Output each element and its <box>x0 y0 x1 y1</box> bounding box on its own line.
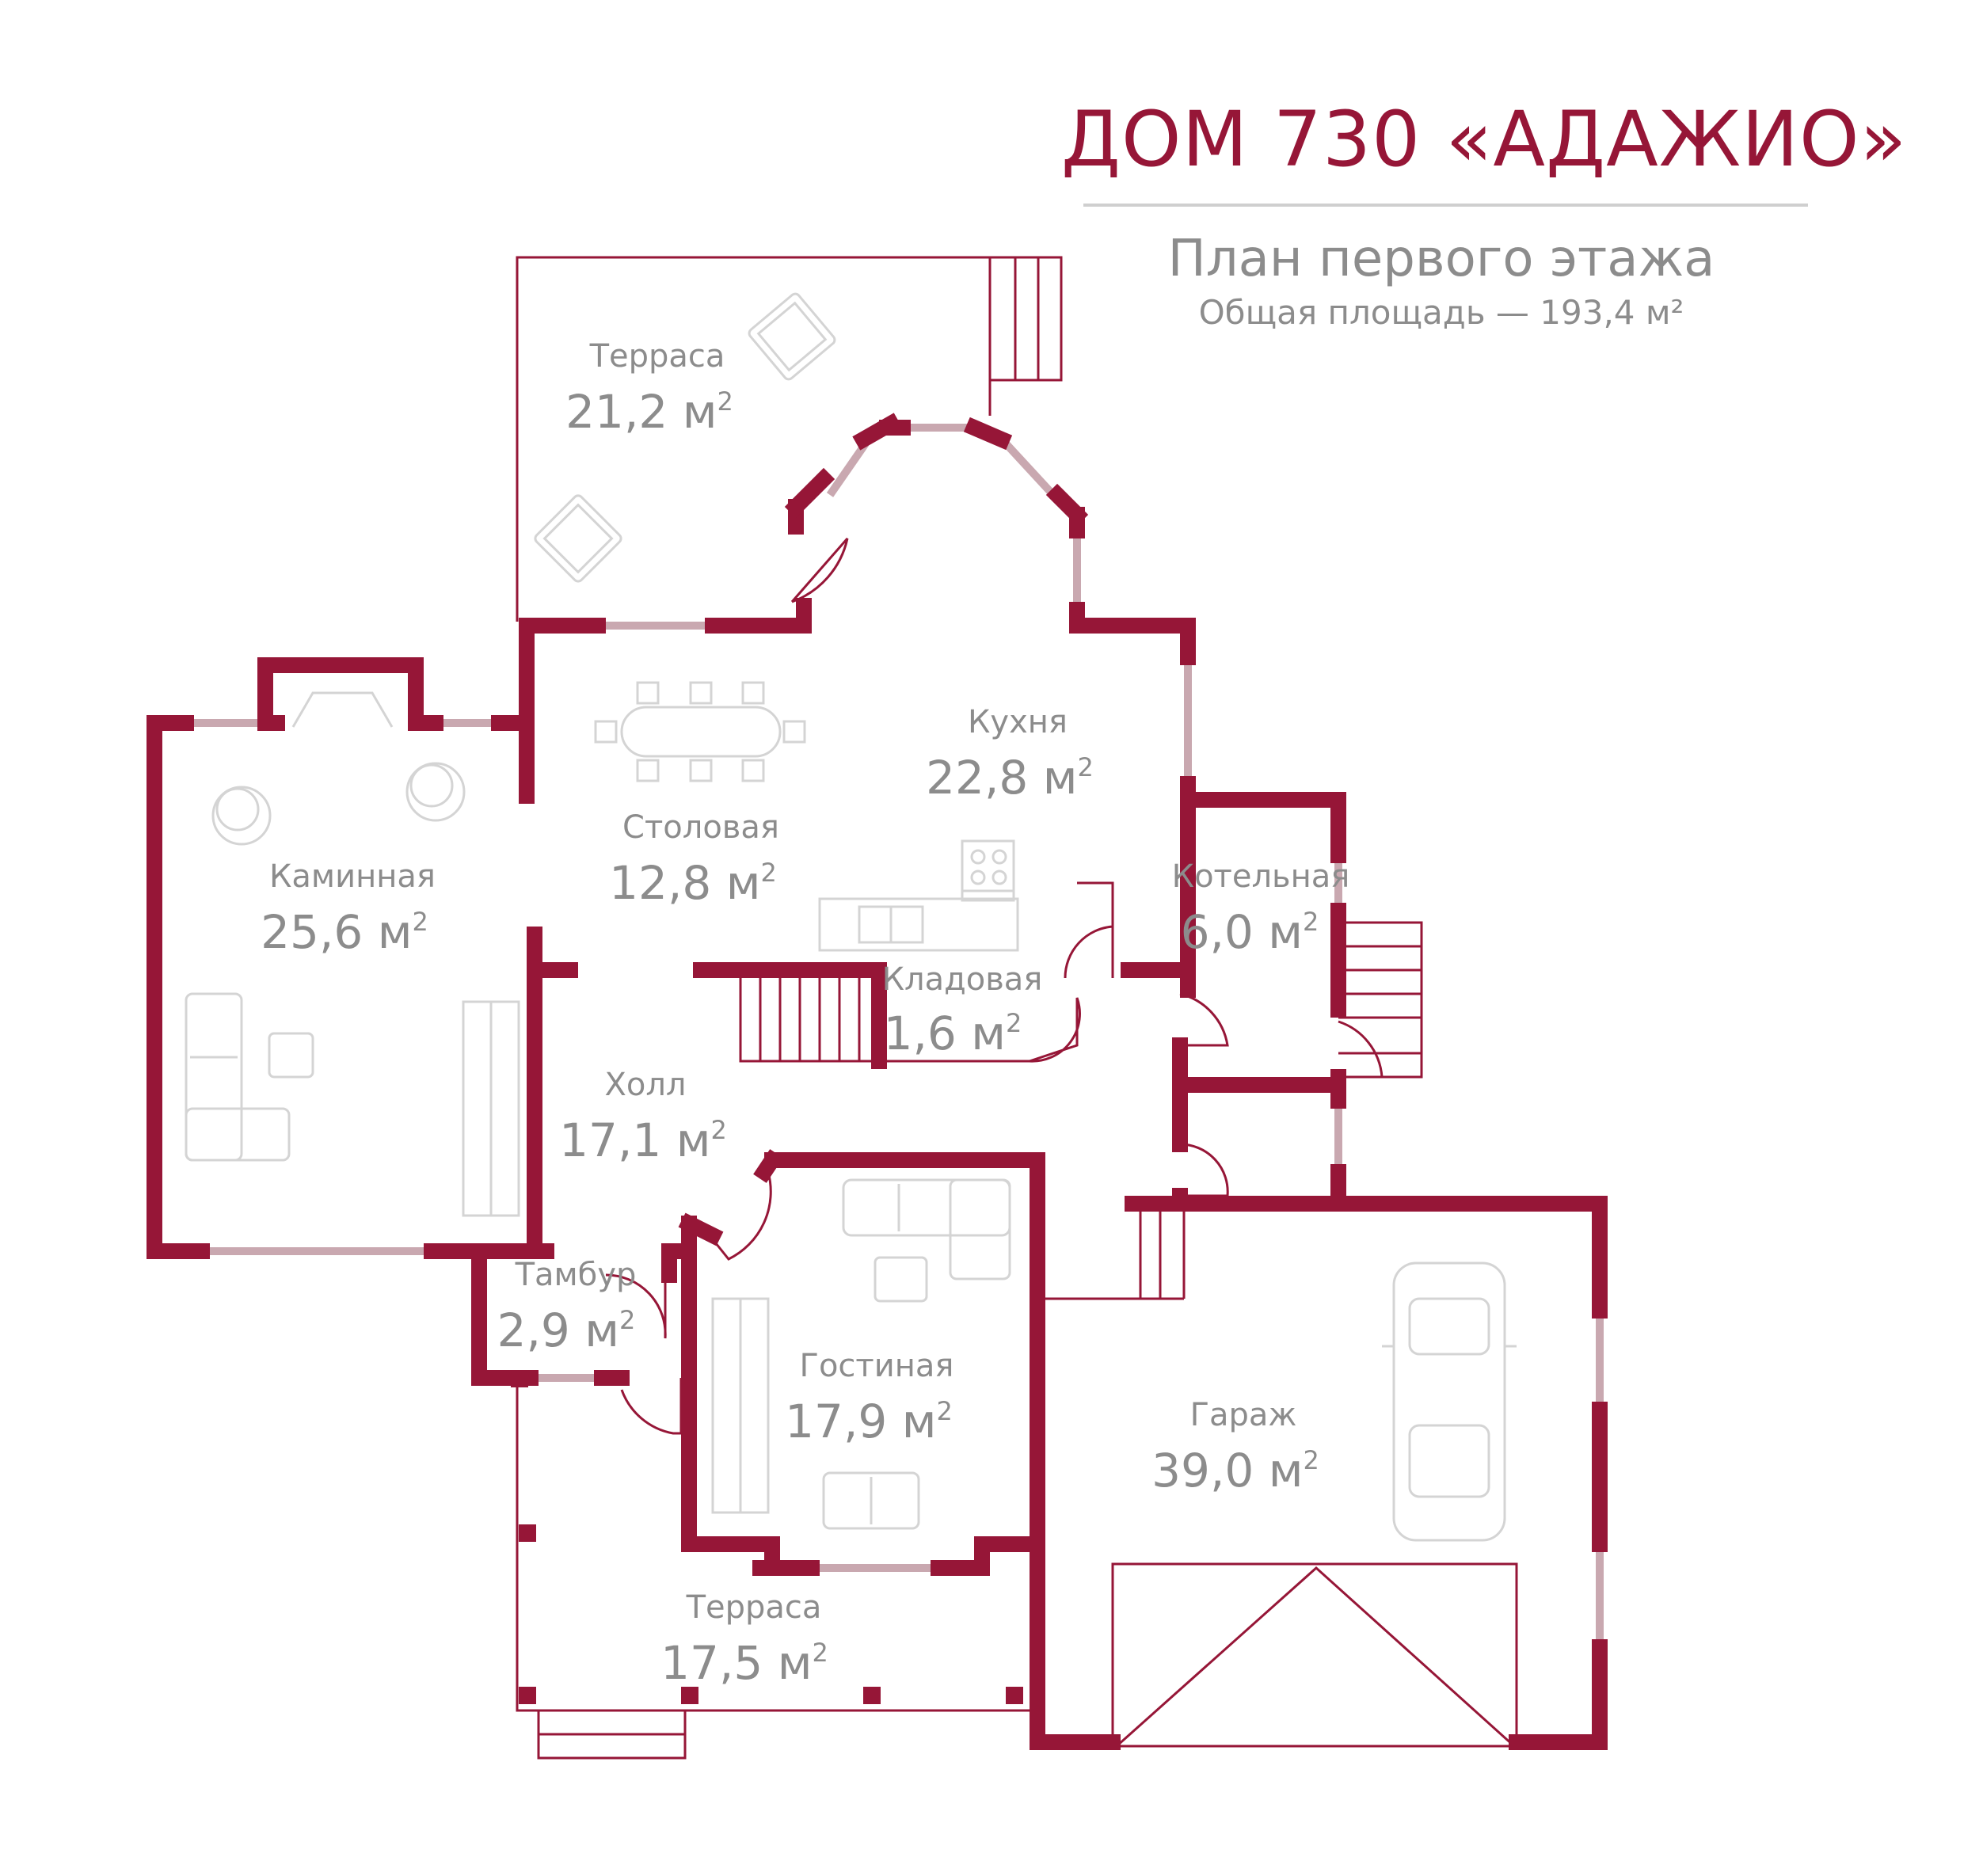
room-labels: Терраса 21,2 м2 Кухня 22,8 м2 Столовая 1… <box>261 338 1349 1690</box>
room-area: 12,8 м2 <box>609 856 777 910</box>
room-hall: Холл 17,1 м2 <box>559 1067 727 1167</box>
room-vestibule: Тамбур 2,9 м2 <box>497 1257 637 1357</box>
room-name: Гостиная <box>800 1348 954 1384</box>
room-area: 39,0 м2 <box>1151 1444 1319 1497</box>
room-area: 1,6 м2 <box>884 1006 1022 1060</box>
room-area: 21,2 м2 <box>565 385 733 439</box>
windows <box>186 424 1604 1647</box>
room-name: Каминная <box>269 858 436 895</box>
room-area: 17,5 м2 <box>660 1636 828 1690</box>
room-area: 17,1 м2 <box>559 1113 727 1167</box>
room-area: 17,9 м2 <box>785 1395 953 1448</box>
room-name: Котельная <box>1172 858 1350 895</box>
room-area: 22,8 м2 <box>926 751 1094 805</box>
room-name: Кухня <box>968 704 1068 740</box>
terrace-chair <box>748 292 836 381</box>
room-terrace-bottom: Терраса 17,5 м2 <box>660 1589 828 1690</box>
room-name: Гараж <box>1190 1397 1297 1433</box>
room-name: Терраса <box>686 1589 822 1626</box>
room-area: 2,9 м2 <box>497 1303 636 1357</box>
room-area: 6,0 м2 <box>1181 905 1319 959</box>
walls <box>147 413 1608 1750</box>
room-kitchen: Кухня 22,8 м2 <box>926 704 1094 805</box>
room-area: 25,6 м2 <box>261 905 428 959</box>
title-divider <box>1083 204 1808 207</box>
room-name: Столовая <box>622 809 779 846</box>
room-fireplace: Каминная 25,6 м2 <box>261 858 436 959</box>
room-dining: Столовая 12,8 м2 <box>609 809 779 910</box>
plan-title: ДОМ 730 «АДАЖИО» <box>1061 95 1908 184</box>
room-living: Гостиная 17,9 м2 <box>785 1348 953 1448</box>
room-name: Тамбур <box>515 1257 637 1293</box>
thin-outlines <box>516 256 1518 1760</box>
room-pantry: Кладовая 1,6 м2 <box>882 961 1043 1060</box>
terrace-chair <box>534 494 622 583</box>
room-boiler: Котельная 6,0 м2 <box>1172 858 1350 959</box>
furniture <box>185 292 1517 1542</box>
room-name: Терраса <box>589 338 725 375</box>
plan-subtitle: План первого этажа <box>1167 230 1715 288</box>
total-area: Общая площадь — 193,4 м² <box>1198 293 1684 332</box>
terrace-posts <box>511 1370 1023 1704</box>
room-name: Кладовая <box>882 961 1043 998</box>
room-name: Холл <box>604 1067 686 1103</box>
room-terrace-top: Терраса 21,2 м2 <box>565 338 733 439</box>
car-outline <box>1382 1261 1517 1542</box>
room-garage: Гараж 39,0 м2 <box>1151 1397 1319 1497</box>
